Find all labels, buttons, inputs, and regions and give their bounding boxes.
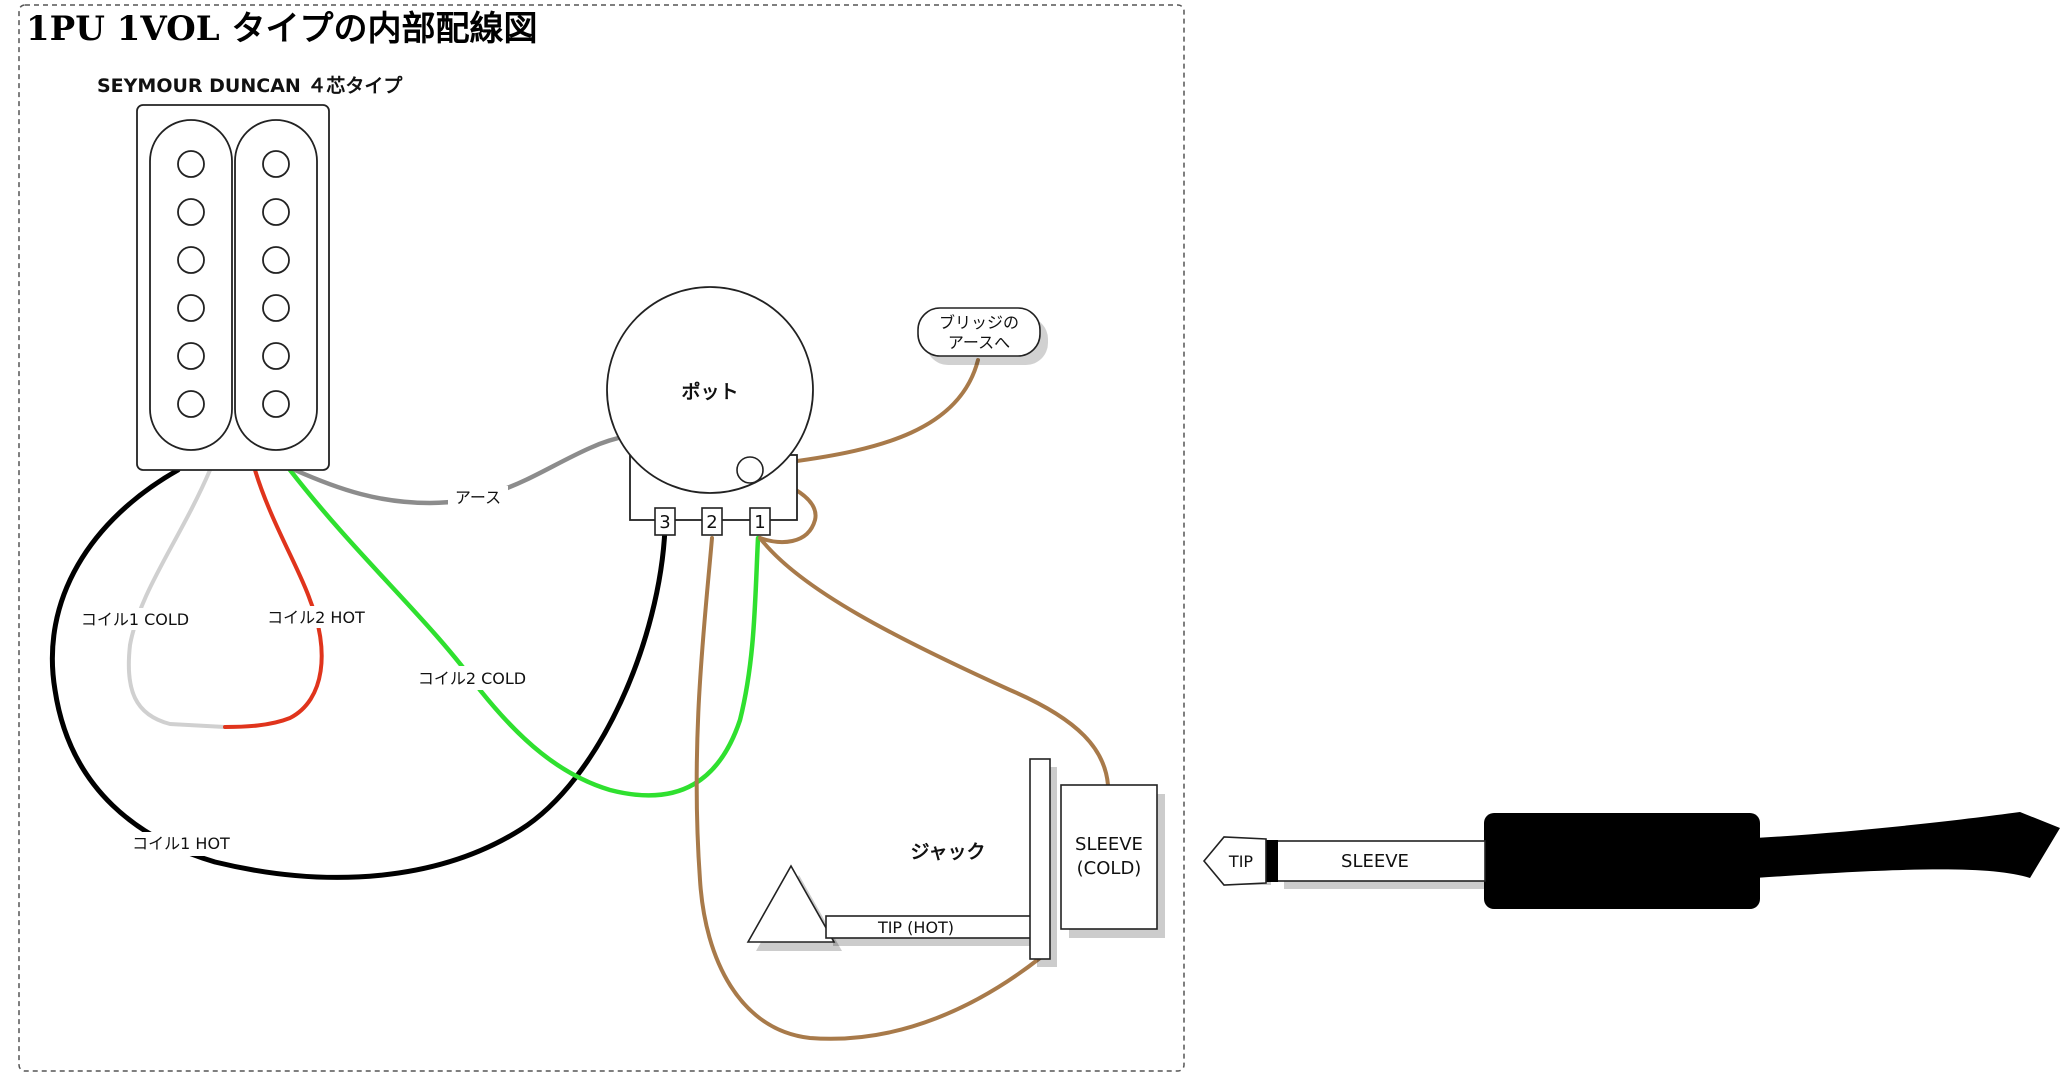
- plug-tip: [1202, 836, 1267, 886]
- wire-label-coil1-hot: コイル1 HOT: [132, 834, 230, 853]
- plug-body: [1484, 813, 1760, 909]
- pole-piece: [177, 342, 205, 370]
- wire-label-ground: アース: [455, 488, 501, 507]
- pole-piece: [177, 390, 205, 418]
- jack-frame-bar: [1029, 758, 1051, 960]
- pole-piece: [262, 294, 290, 322]
- pot-lug-1: [749, 507, 771, 536]
- jack-tip-contact: [746, 864, 836, 943]
- wire-label-coil2-hot: コイル2 HOT: [267, 608, 365, 627]
- diagram-title: 1PU 1VOL タイプの内部配線図: [26, 9, 538, 49]
- wire-coil2-hot: [223, 468, 324, 729]
- pole-piece: [177, 246, 205, 274]
- pickup-coil-1: [149, 119, 233, 451]
- wire-label-coil1-cold: コイル1 COLD: [81, 610, 189, 629]
- wire-tip: [694, 536, 1042, 1041]
- jack-label: ジャック: [910, 841, 985, 863]
- pot-lug-2: [701, 507, 723, 536]
- pole-piece: [177, 294, 205, 322]
- pickup-label: SEYMOUR DUNCAN ４芯タイプ: [97, 74, 403, 97]
- wire-coil2-cold: [287, 467, 761, 798]
- bridge-ground-line2: アースへ: [948, 333, 1010, 352]
- jack-tip-label: TIP (HOT): [877, 918, 954, 937]
- pot-solder-point: [736, 456, 764, 484]
- plug-insulator-ring: [1264, 840, 1278, 882]
- pole-piece: [177, 198, 205, 226]
- jack-sleeve-line2: (COLD): [1077, 858, 1142, 879]
- pot-lug-3: [654, 507, 676, 536]
- pot-label: ポット: [681, 380, 738, 403]
- wire-bridge-ground: [758, 358, 980, 467]
- pole-piece: [262, 342, 290, 370]
- pot-lug-label-1: 1: [754, 512, 765, 533]
- pickup-coil-2: [234, 119, 318, 451]
- wire-coil1-hot: [49, 467, 668, 880]
- pickup-pole-pieces: [177, 150, 290, 418]
- guitar-plug: SLEEVE TIP: [1202, 812, 2060, 909]
- plug-sleeve-label: SLEEVE: [1341, 851, 1409, 872]
- wire-labels: アース コイル1 COLD コイル2 HOT コイル2 COLD コイル1 HO…: [80, 486, 528, 856]
- pole-piece: [262, 246, 290, 274]
- pot-body: [606, 286, 814, 494]
- bridge-ground-line1: ブリッジの: [939, 313, 1019, 332]
- bridge-ground-callout: ブリッジの アースへ: [917, 307, 1048, 365]
- wire-coil1-cold: [126, 468, 227, 729]
- pot-lug-label-3: 3: [659, 512, 670, 533]
- wire-label-coil2-cold: コイル2 COLD: [418, 669, 526, 688]
- diagram-frame: [18, 4, 1185, 1072]
- pole-piece: [262, 150, 290, 178]
- volume-pot: ポット 3 2 1: [606, 286, 814, 536]
- jack-sleeve-line1: SLEEVE: [1075, 834, 1143, 855]
- plug-cable: [1755, 812, 2060, 878]
- wire-sleeve: [758, 536, 1110, 787]
- pot-lug-label-2: 2: [706, 512, 717, 533]
- pole-piece: [262, 390, 290, 418]
- pole-piece: [262, 198, 290, 226]
- jack-sleeve-box: [1060, 784, 1158, 930]
- output-jack: ジャック TIP (HOT) SLEEVE (COLD): [746, 758, 1165, 967]
- pole-piece: [177, 150, 205, 178]
- bridge-ground-box: [917, 307, 1041, 357]
- humbucker-pickup: [136, 104, 330, 471]
- plug-tip-label: TIP: [1228, 852, 1253, 871]
